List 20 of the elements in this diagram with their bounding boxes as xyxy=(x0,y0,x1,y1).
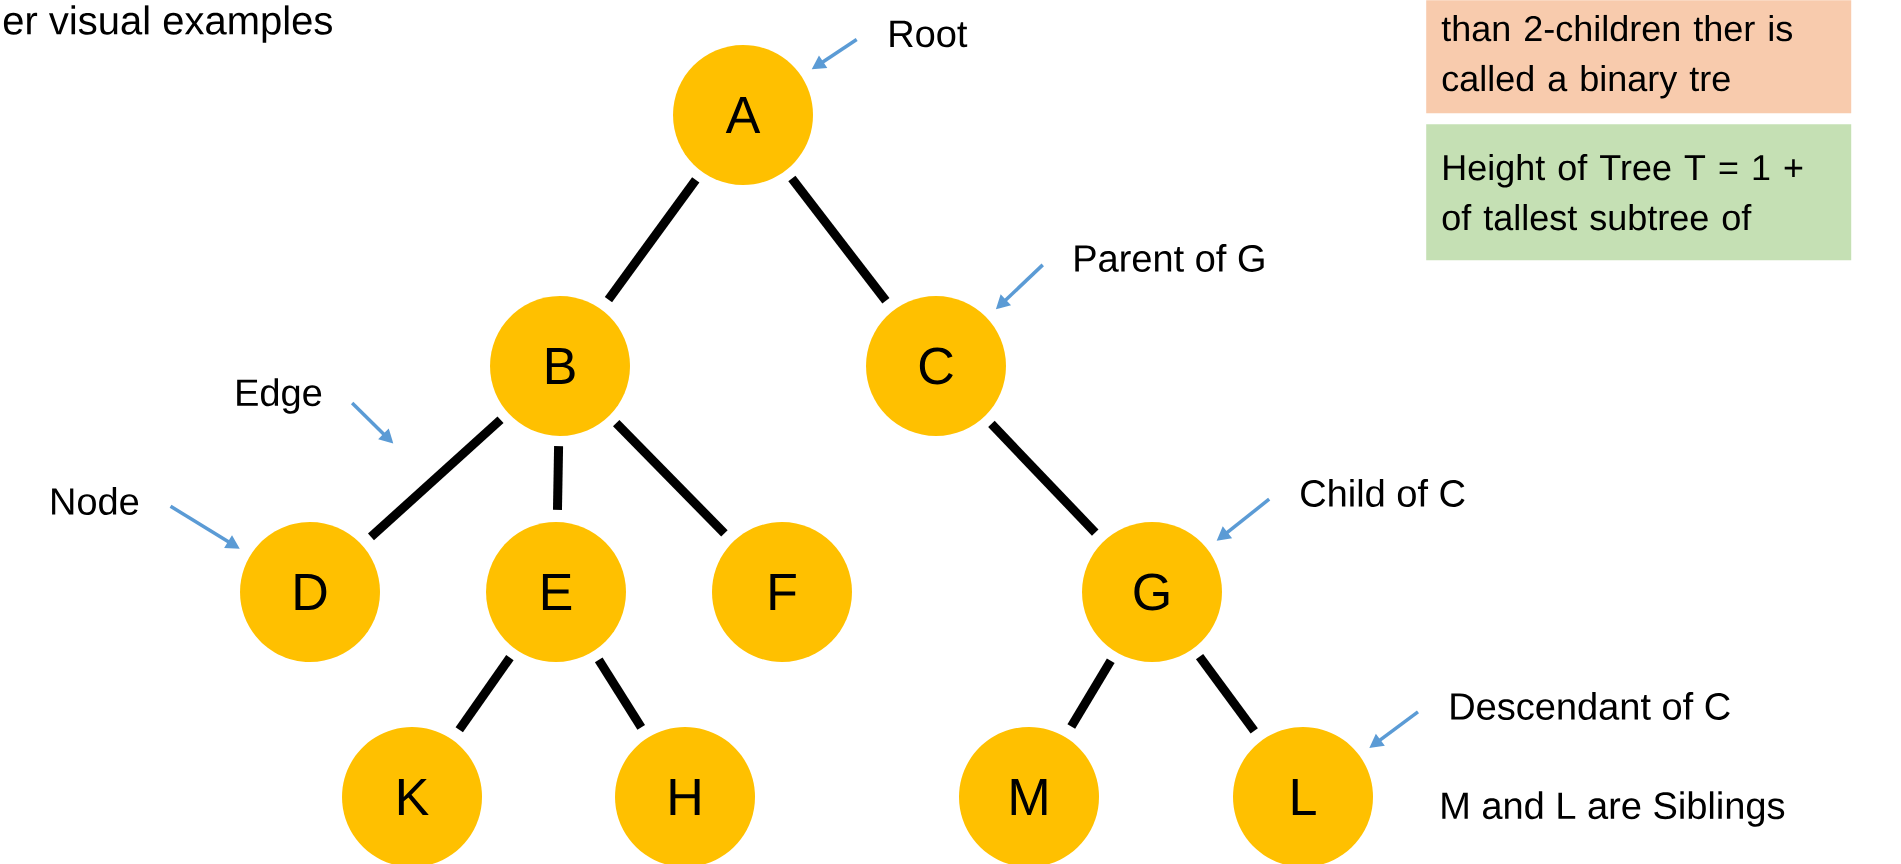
tree-edge xyxy=(552,446,564,510)
tree-edge xyxy=(1067,658,1115,729)
annotation-label: Root xyxy=(890,20,968,48)
tree-edge xyxy=(1195,653,1258,734)
tree-edge xyxy=(455,655,514,733)
annotation-label: Parent of G xyxy=(1075,244,1264,272)
tree-edge xyxy=(788,175,890,304)
title: er visual examples xyxy=(3,5,332,43)
tree-edge xyxy=(604,177,700,303)
tree-edge xyxy=(594,657,646,730)
note-box: than 2-children ther is called a binary tre xyxy=(1426,0,1852,114)
annotation-label: Descendant of C xyxy=(1451,692,1730,720)
tree-edge xyxy=(367,416,504,541)
note-box: Height of Tree T = 1 + of tallest subtree of xyxy=(1426,124,1852,261)
annotation-label: Edge xyxy=(237,378,322,414)
annotation-label: M and L are Siblings xyxy=(1442,791,1785,827)
tree-edge xyxy=(613,420,728,537)
tree-edge xyxy=(988,420,1099,536)
annotation-label: Child of C xyxy=(1301,479,1465,507)
annotation-label: Node xyxy=(52,487,139,515)
